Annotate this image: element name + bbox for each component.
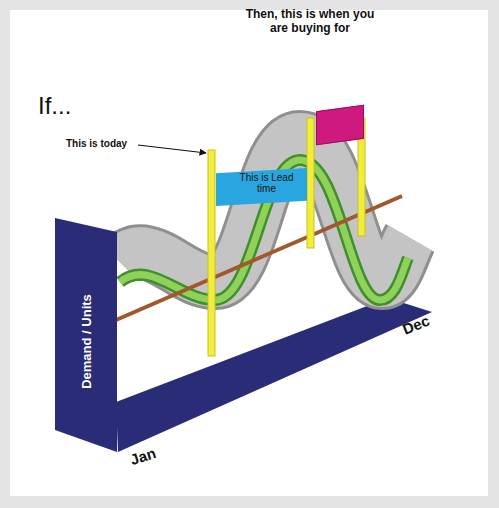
today-label: This is today	[66, 138, 127, 149]
floor-plane	[116, 298, 432, 452]
month-label: Dec	[400, 312, 432, 338]
node-text: Then, this is when you are buying for	[240, 8, 380, 36]
today-pole	[208, 150, 215, 356]
lead-end-pole	[307, 118, 314, 248]
axis-title: Demand / Units	[79, 294, 94, 389]
leader-line	[138, 145, 206, 153]
title: If...	[38, 92, 71, 120]
lead-time-band: This is Lead time	[216, 168, 307, 206]
axis-wall	[55, 218, 117, 452]
node-text: This is Lead time	[216, 168, 307, 198]
buying-period-box-fill	[316, 105, 364, 146]
month-label: Jan	[128, 444, 158, 468]
demand-axis-wall: Demand / Units	[55, 218, 117, 452]
buying-period-box: Then, this is when you are buying for	[240, 8, 380, 148]
